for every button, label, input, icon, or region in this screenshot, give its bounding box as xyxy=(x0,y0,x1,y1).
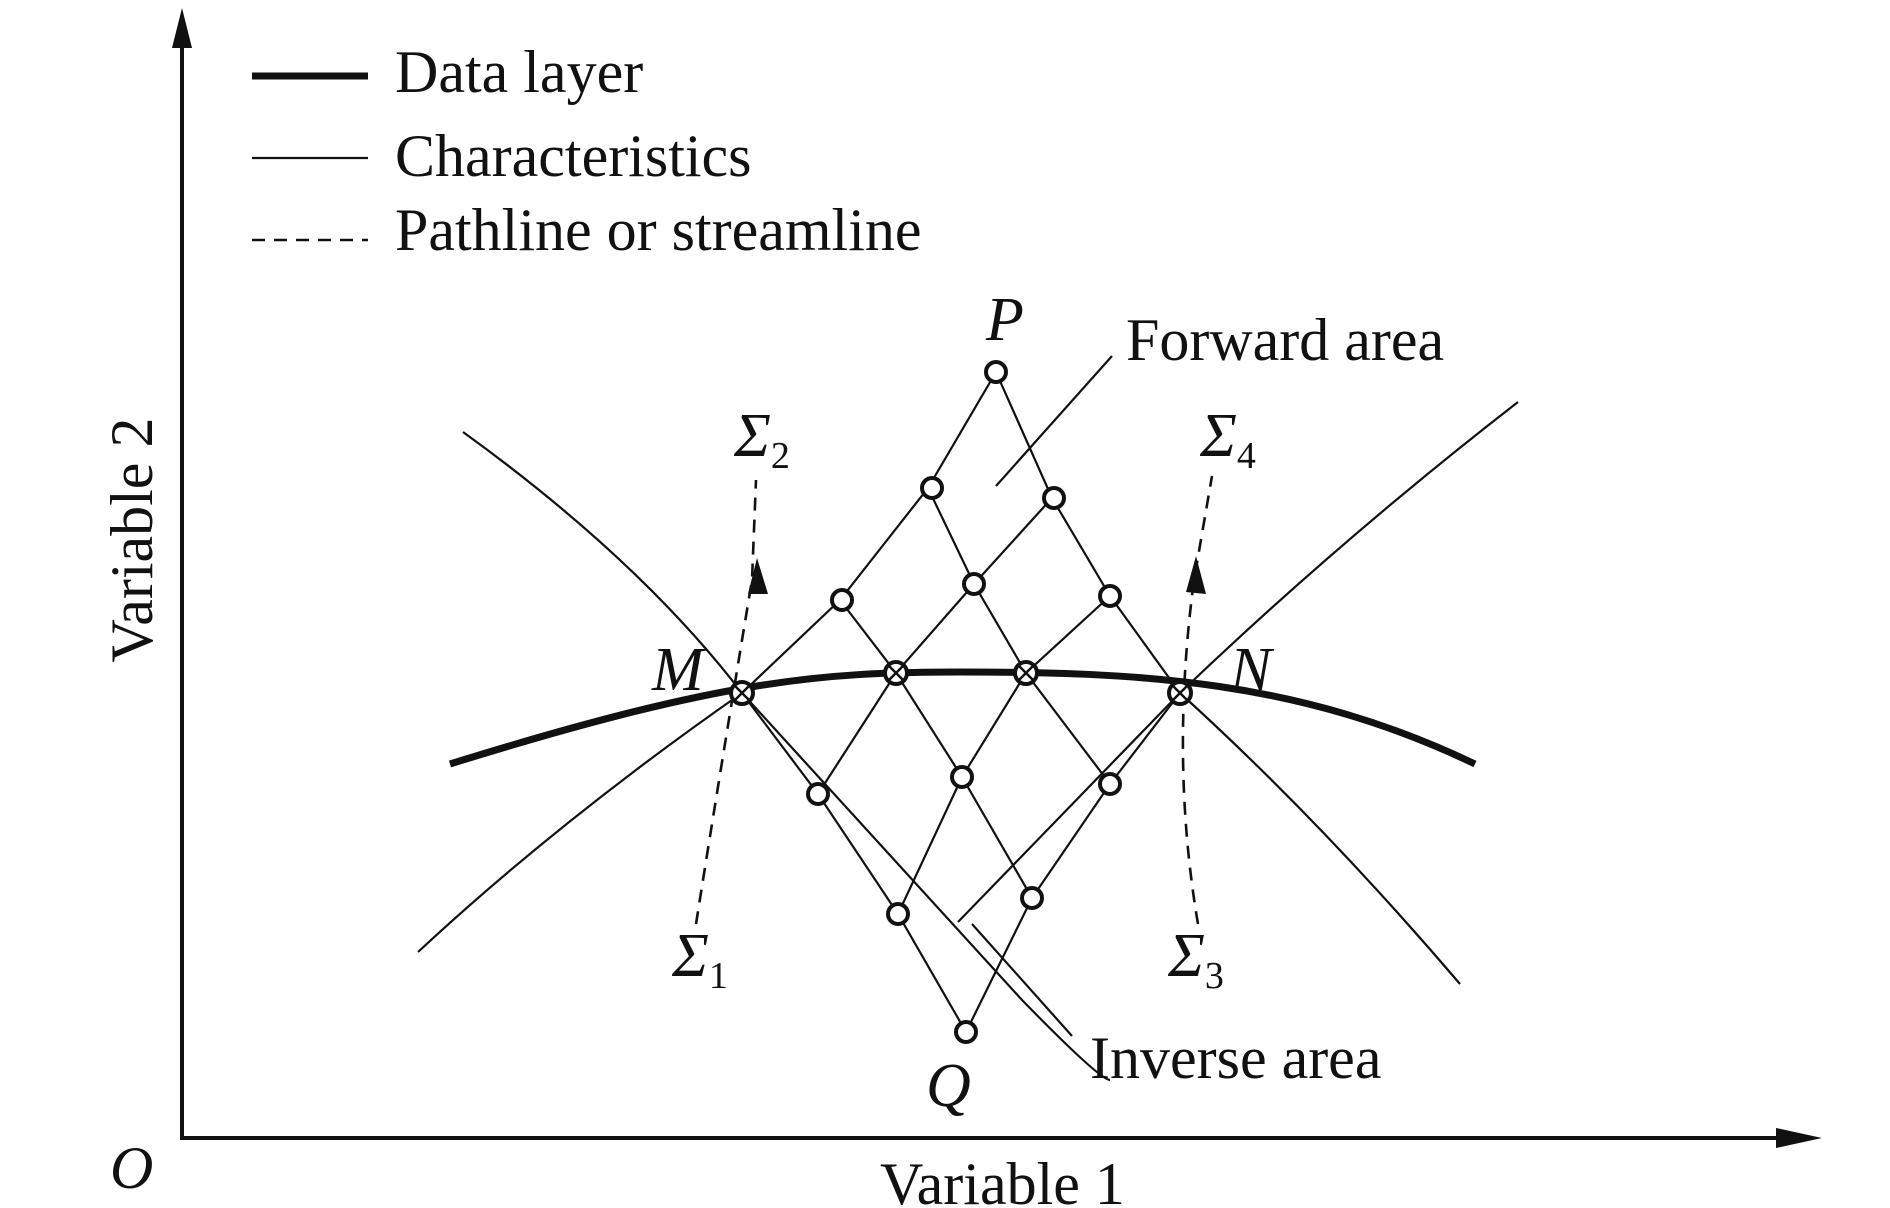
characteristic-Q-to-M xyxy=(741,692,967,1033)
legend-label-data-layer: Data layer xyxy=(395,39,643,105)
node xyxy=(806,782,830,806)
characteristic-Q-to-N xyxy=(965,692,1181,1033)
node xyxy=(950,765,974,789)
characteristic-grid-4 xyxy=(897,595,1111,915)
data-layer-curve xyxy=(448,668,1477,768)
characteristic-curve-upper-right xyxy=(957,401,1519,923)
sigma-label-4: Σ4 xyxy=(1199,402,1256,477)
inverse-area-leader xyxy=(971,923,1073,1037)
node xyxy=(1098,772,1122,796)
characteristic-P-to-M xyxy=(741,371,997,694)
legend-label-characteristics: Characteristics xyxy=(395,123,752,189)
node-data-layer xyxy=(883,660,909,686)
inverse-area-label: Inverse area xyxy=(1090,1025,1381,1091)
x-axis-arrowhead xyxy=(1776,1128,1822,1148)
point-label-Q: Q xyxy=(926,1052,971,1120)
x-axis-label: Variable 1 xyxy=(880,1151,1125,1208)
node-Q xyxy=(954,1020,978,1044)
node xyxy=(962,572,986,596)
characteristic-grid-1 xyxy=(927,487,1111,785)
node-P xyxy=(984,360,1008,384)
characteristic-lattice xyxy=(741,371,1181,1033)
axes: O Variable 1 Variable 2 xyxy=(99,8,1822,1208)
point-label-P: P xyxy=(985,286,1024,354)
node xyxy=(830,588,854,612)
outer-characteristics xyxy=(417,401,1519,1082)
node xyxy=(886,902,910,926)
node-data-layer xyxy=(1013,660,1039,686)
node-M xyxy=(729,680,755,706)
pathline-sigma1-sigma2 xyxy=(694,479,758,925)
y-axis-arrowhead xyxy=(172,8,192,48)
pathlines xyxy=(694,475,1214,925)
nodes xyxy=(729,360,1193,1044)
node xyxy=(1020,886,1044,910)
legend-label-pathline: Pathline or streamline xyxy=(395,197,922,263)
characteristic-curve-upper-left xyxy=(462,431,1111,1082)
legend: Data layer Characteristics Pathline or s… xyxy=(252,39,922,263)
origin-label: O xyxy=(110,1135,153,1201)
pathline-sigma3-sigma4 xyxy=(1181,475,1214,925)
characteristic-grid-2 xyxy=(839,599,1033,899)
characteristic-P-to-N xyxy=(994,371,1181,694)
pathline-arrow-right xyxy=(1186,556,1206,594)
forward-area-leader xyxy=(995,355,1113,487)
node xyxy=(1042,486,1066,510)
sigma-label-2: Σ2 xyxy=(733,402,790,477)
node xyxy=(1098,584,1122,608)
sigma-label-1: Σ1 xyxy=(671,922,728,997)
point-label-M: M xyxy=(651,636,707,704)
point-label-N: N xyxy=(1229,636,1275,704)
characteristic-curve-lower-right xyxy=(1179,692,1461,985)
node xyxy=(920,476,944,500)
characteristic-grid-3 xyxy=(817,497,1053,795)
sigma-label-3: Σ3 xyxy=(1167,922,1224,997)
forward-area-label: Forward area xyxy=(1126,307,1444,373)
pathline-arrow-left xyxy=(748,558,768,594)
characteristic-curve-lower-left xyxy=(417,692,743,953)
node-N xyxy=(1167,680,1193,706)
y-axis-label: Variable 2 xyxy=(99,418,165,663)
